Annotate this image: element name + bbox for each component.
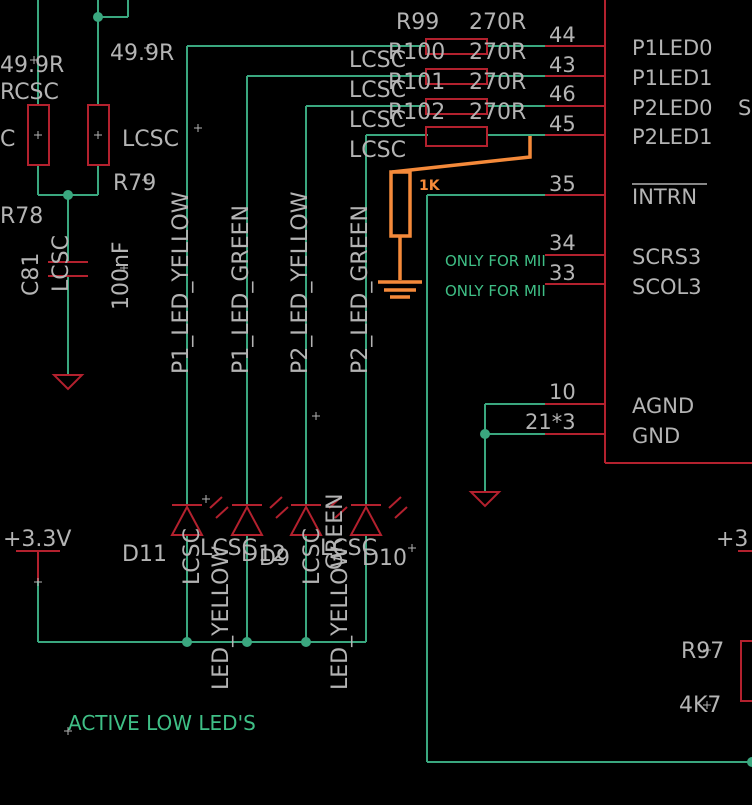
led-ref: D12	[241, 542, 286, 567]
net-label-p1-yellow: P1_LED_YELLOW	[169, 191, 194, 374]
resistor-value: 270R	[469, 70, 526, 95]
resistor-ref: R99	[396, 10, 439, 35]
pin-number: 34	[549, 231, 576, 255]
resistor-ref: R79	[113, 171, 156, 196]
resistor-value: 270R	[469, 10, 526, 35]
resistor-value: 4K7	[679, 693, 721, 718]
led-ref: D9	[259, 546, 290, 571]
resistor-ref: R100	[388, 40, 445, 65]
led-d11[interactable]	[170, 496, 229, 536]
led-mfr: LCSC	[200, 536, 257, 561]
added-resistor-value: 1K	[419, 178, 441, 194]
power-3v3[interactable]: +3.3V	[3, 527, 71, 581]
junction-dot	[93, 12, 103, 22]
resistor-mfr: LCSC	[349, 108, 406, 133]
origin-markers	[30, 44, 711, 735]
led-d9[interactable]	[289, 496, 348, 536]
junctions	[63, 12, 752, 767]
resistor-ref: R102	[388, 100, 445, 125]
junction-dot	[182, 637, 192, 647]
led-d10[interactable]	[349, 496, 408, 536]
pin-name: SCOL3	[632, 275, 702, 299]
led-value: GREEN	[323, 493, 348, 570]
ground-symbol	[51, 374, 85, 391]
led-ref: D11	[122, 542, 167, 567]
pin-name: P2LED1	[632, 125, 713, 149]
resistor-r97[interactable]: R97 4K7	[679, 639, 752, 718]
resistor-mfr: LCSC	[349, 78, 406, 103]
resistor-mfr: LCSC	[122, 127, 179, 152]
junction-dot	[301, 637, 311, 647]
note-only-mii: ONLY FOR MII	[445, 252, 546, 270]
capacitor-value: 100nF	[109, 241, 134, 310]
wires	[37, 0, 752, 763]
led-ref: D10	[362, 546, 407, 571]
pin-number: 21*3	[525, 410, 576, 434]
resistor-mfr: LCSC	[349, 48, 406, 73]
resistor-value: 49.9R	[0, 53, 64, 78]
led-mfr: LCSC	[180, 528, 205, 585]
pin-number: 33	[549, 261, 576, 285]
pin-name: P1LED0	[632, 36, 713, 60]
resistor-ref: R97	[681, 639, 724, 664]
resistor-bank[interactable]: R99 270R R100 270R R101 270R R102 270R L…	[349, 10, 526, 163]
resistor-mfr: RCSC	[0, 80, 59, 105]
junction-dot	[242, 637, 252, 647]
added-pulldown-1k[interactable]: 1K	[378, 136, 532, 299]
led-array[interactable]: D11 D12 D9 D10 LCSC LED_YELLOW LCSC LED_…	[122, 493, 408, 690]
pin-number: 45	[549, 112, 576, 136]
note-active-low: ACTIVE LOW LED'S	[68, 711, 256, 735]
capacitor-ref: C81	[19, 253, 44, 296]
net-label-p2-yellow: P2_LED_YELLOW	[288, 191, 313, 374]
ic-phy[interactable]: 44 43 46 45 35 34 33 10 21*3 P1LED0 P1LE…	[525, 0, 752, 464]
pin-number: 35	[549, 172, 576, 196]
pin-name: P1LED1	[632, 66, 713, 90]
resistor-ref: R101	[388, 70, 445, 95]
capacitor-c81[interactable]: C81 LCSC 100nF	[19, 235, 134, 310]
junction-dot	[63, 190, 73, 200]
ground-symbol	[468, 491, 502, 508]
pin-name: INTRN	[632, 185, 697, 209]
pin-number: 43	[549, 53, 576, 77]
led-value: LED_YELLOW	[209, 546, 234, 690]
led-d12[interactable]	[230, 496, 289, 536]
resistor-value: 49.9R	[110, 41, 174, 66]
net-label-p1-green: P1_LED_GREEN	[229, 205, 254, 374]
power-label: +3.3V	[3, 527, 71, 552]
termination-resistors[interactable]: 49.9R RCSC C 49.9R LCSC R79 R78	[0, 41, 179, 229]
led-mfr: LCSC	[300, 528, 325, 585]
pin-name-suffix: S	[738, 96, 751, 120]
resistor-value: 270R	[469, 40, 526, 65]
pin-number: 46	[549, 82, 576, 106]
pin-name: P2LED0	[632, 96, 713, 120]
junction-dot	[480, 429, 490, 439]
resistor-ref: R78	[0, 204, 43, 229]
note-only-mii: ONLY FOR MII	[445, 282, 546, 300]
pin-number: 44	[549, 23, 576, 47]
pin-name: AGND	[632, 394, 694, 418]
power-3v3-right[interactable]: +3	[716, 527, 752, 552]
resistor-mfr: LCSC	[349, 138, 406, 163]
led-mfr: LCSC	[320, 536, 377, 561]
led-value: LED_YELLOW	[328, 546, 353, 690]
resistor-value: 270R	[469, 100, 526, 125]
resistor-mfr: C	[0, 127, 15, 152]
pin-name: GND	[632, 424, 680, 448]
power-label: +3	[716, 527, 748, 552]
net-label-p2-green: P2_LED_GREEN	[348, 205, 373, 374]
capacitor-mfr: LCSC	[49, 235, 74, 292]
pin-number: 10	[549, 380, 576, 404]
junction-dot	[747, 757, 752, 767]
pin-name: SCRS3	[632, 245, 701, 269]
